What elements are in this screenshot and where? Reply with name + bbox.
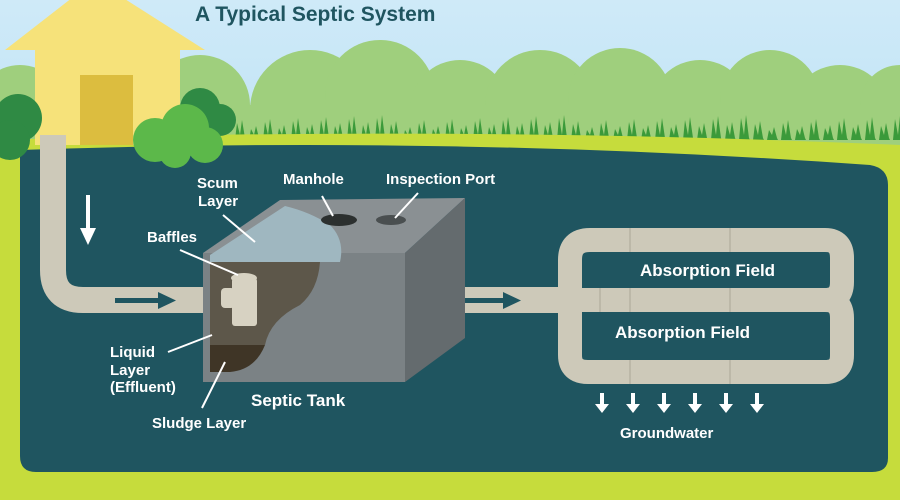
label-scum-layer-2: Layer [198, 193, 238, 210]
label-baffles: Baffles [147, 229, 197, 246]
house-door [80, 75, 133, 145]
grass-tuft [795, 126, 806, 140]
grass-tuft [767, 127, 778, 140]
grass-tuft [697, 123, 708, 140]
inlet-pipe [40, 135, 205, 313]
scum-layer [210, 206, 342, 262]
label-inspection-port: Inspection Port [386, 171, 495, 188]
grass-tuft [599, 120, 610, 140]
grass-tuft [865, 117, 876, 140]
grass-tuft [711, 116, 722, 140]
flow-right-arrow-icon [460, 292, 521, 309]
grass-tuft [879, 123, 890, 140]
shrubs [0, 88, 236, 168]
grass-tuft [851, 124, 862, 140]
down-arrow-icon [595, 393, 609, 413]
label-groundwater: Groundwater [620, 425, 714, 442]
tank-right-face [405, 198, 465, 382]
down-arrow-icon [688, 393, 702, 413]
label-liquid-layer-3: (Effluent) [110, 379, 176, 396]
flow-down-arrow-icon [80, 195, 96, 245]
leader-lines [167, 192, 419, 409]
grass-tuft [781, 120, 792, 140]
grass-tuft [655, 118, 666, 140]
manhole [321, 214, 357, 226]
label-manhole: Manhole [283, 171, 344, 188]
label-absorption-field-2: Absorption Field [615, 323, 750, 342]
grass-tuft [669, 124, 680, 140]
absorption-field-pipes [558, 228, 854, 384]
down-arrow-icon [750, 393, 764, 413]
groundwater-arrows [595, 393, 764, 413]
down-arrow-icon [626, 393, 640, 413]
grass-tuft [641, 125, 652, 140]
down-arrow-icon [719, 393, 733, 413]
grass-tuft [823, 125, 834, 140]
label-septic-tank: Septic Tank [251, 391, 346, 410]
label-absorption-field-1: Absorption Field [640, 261, 775, 280]
grass-tuft [739, 115, 750, 140]
grass-tuft [529, 116, 540, 140]
grass-tuft [557, 115, 568, 140]
grass-tuft [809, 119, 820, 140]
diagram-title: A Typical Septic System [195, 3, 435, 26]
house [5, 0, 205, 145]
label-sludge-layer: Sludge Layer [152, 415, 246, 432]
grass-tuft [683, 117, 694, 140]
down-arrow-icon [657, 393, 671, 413]
inspection-port [376, 215, 406, 225]
flow-right-arrow-icon [115, 292, 176, 309]
grass-tuft [893, 116, 900, 140]
grass-tuft [837, 118, 848, 140]
label-liquid-layer: Liquid [110, 344, 155, 361]
label-liquid-layer-2: Layer [110, 362, 150, 379]
label-scum-layer: Scum [197, 175, 238, 192]
grass-tuft [627, 119, 638, 140]
grass-tuft [725, 122, 736, 140]
grass-tuft [753, 121, 764, 140]
